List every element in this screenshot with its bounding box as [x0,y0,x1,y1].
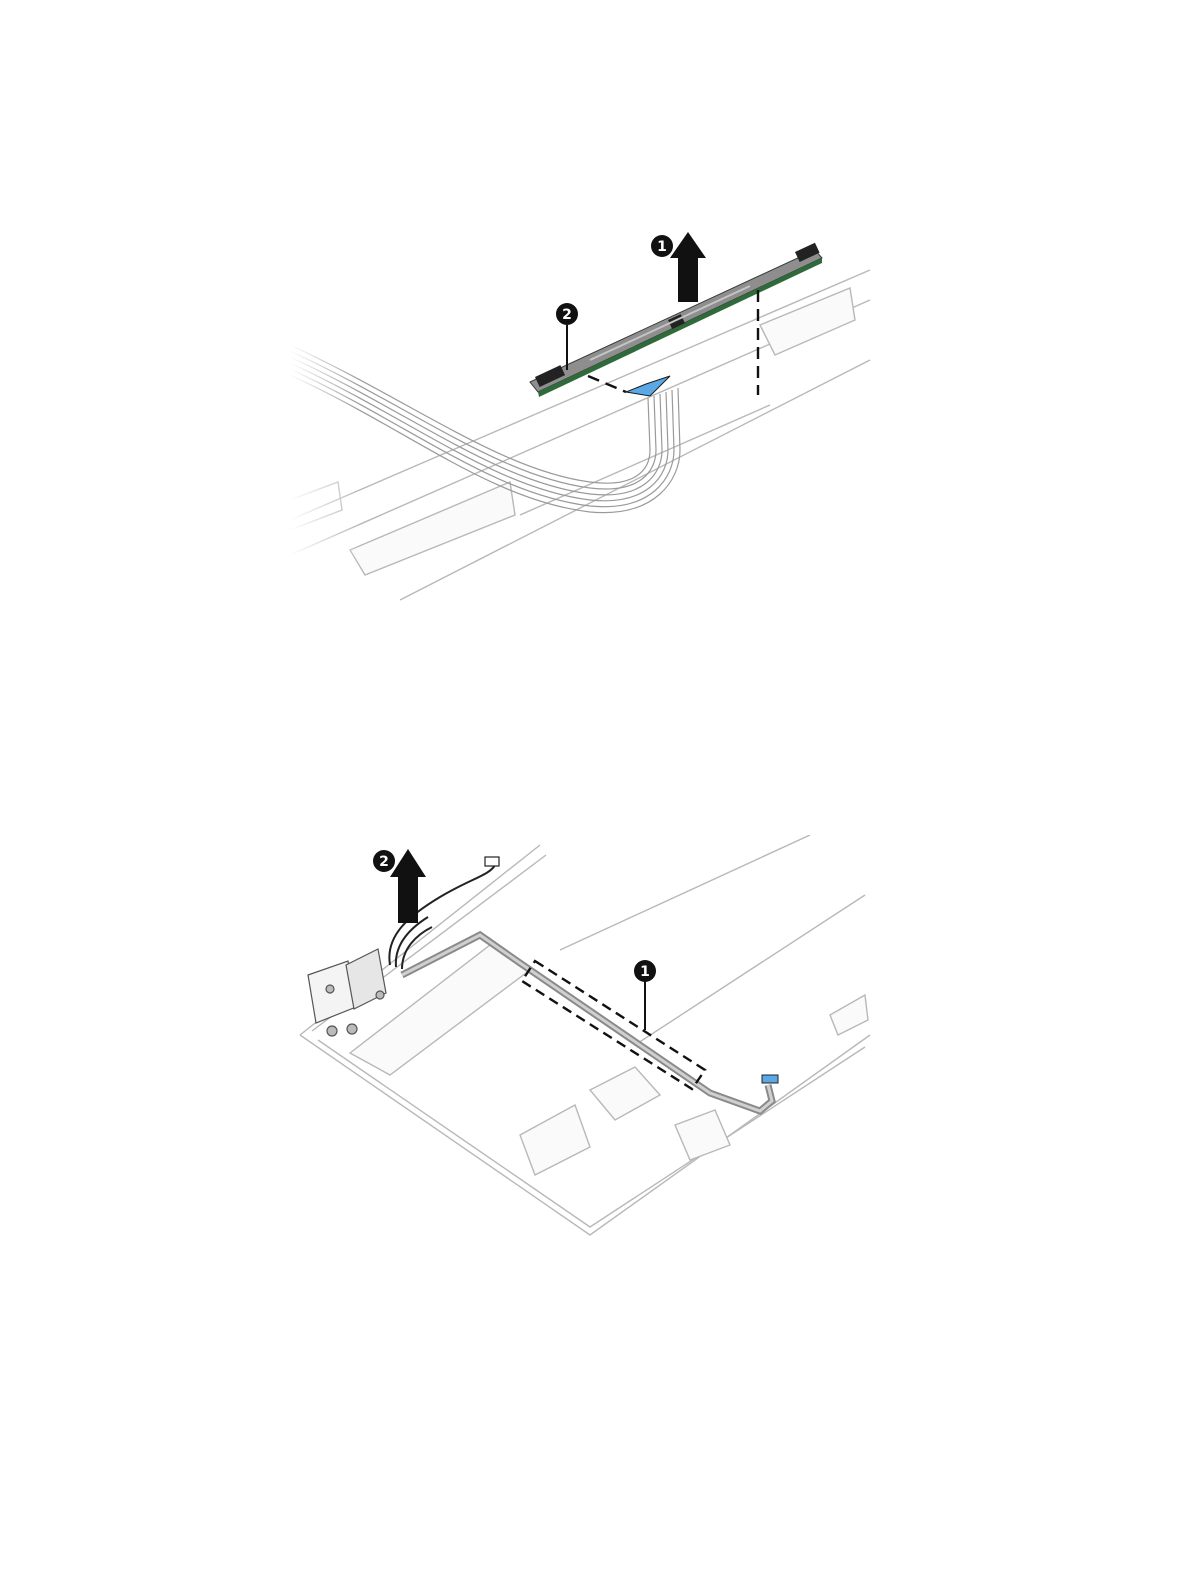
callout-1-label: 1 [657,239,667,255]
camera-removal-drawing: 1 2 [290,170,880,610]
callout-2-label: 2 [562,307,572,323]
display-back-cover [300,835,870,1235]
callout-1-pointer: 1 [634,960,656,1030]
camera-removal-illustration: 1 2 [290,170,880,610]
hinge [308,949,386,1036]
callout-2-label: 2 [379,854,389,870]
callout-1-label: 1 [640,964,650,980]
wire-connector [485,857,499,866]
cable-removal-drawing: 1 2 [290,835,880,1255]
cable-removal-illustration: 1 2 [290,835,880,1255]
cable-connector-tab [762,1075,778,1083]
